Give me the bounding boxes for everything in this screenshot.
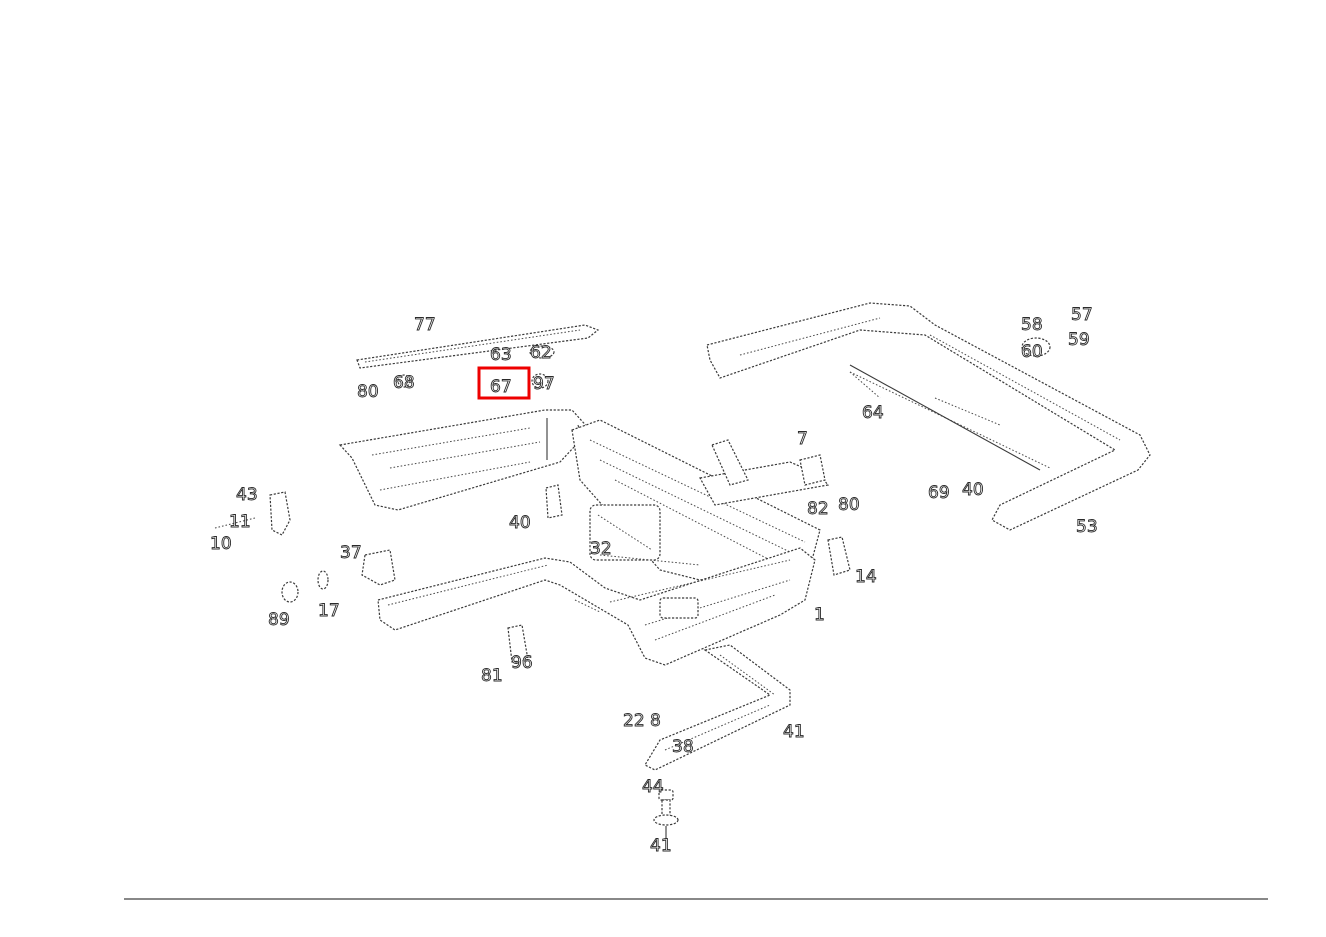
left-small-parts: [214, 484, 851, 663]
callout-8: 8: [650, 711, 661, 731]
clip-parts: [397, 345, 555, 389]
callout-67[interactable]: 67: [490, 377, 513, 398]
callout-82: 82: [807, 499, 829, 519]
callout-43: 43: [236, 485, 258, 505]
trim-strip: [356, 324, 600, 369]
callout-81: 81: [481, 666, 503, 686]
callout-59: 59: [1068, 330, 1090, 350]
callout-40: 40: [962, 480, 984, 500]
callout-41b: 41: [650, 836, 672, 856]
selected-callout-highlight[interactable]: [477, 366, 531, 400]
lower-guard: [644, 644, 791, 771]
callout-labels: 77 63 62 80 68 67 97 58 57 60 59 64 69 4…: [210, 305, 1099, 857]
callout-80b: 80: [838, 495, 860, 515]
callout-64: 64: [862, 403, 884, 423]
callout-41: 41: [783, 722, 805, 742]
roof-frame: [706, 302, 1151, 531]
callout-11: 11: [229, 512, 251, 532]
callout-53: 53: [1076, 517, 1098, 537]
callout-38: 38: [672, 737, 694, 757]
callout-68: 68: [393, 373, 415, 393]
callout-7: 7: [797, 429, 808, 449]
tailgate-panel: [338, 409, 591, 511]
callout-1: 1: [814, 605, 825, 625]
callout-63: 63: [490, 345, 512, 365]
callout-17: 17: [318, 601, 340, 621]
bolt-part: [653, 789, 679, 840]
callout-58: 58: [1021, 315, 1043, 335]
callout-97: 97: [533, 374, 555, 394]
callout-32: 32: [590, 539, 612, 559]
callout-40b: 40: [509, 513, 531, 533]
callout-77: 77: [414, 315, 436, 335]
callout-44: 44: [642, 777, 664, 797]
callout-22: 22: [623, 711, 645, 731]
callout-69: 69: [928, 483, 950, 503]
bumper-cover: [377, 547, 816, 666]
callout-57: 57: [1071, 305, 1093, 325]
callout-89: 89: [268, 610, 290, 630]
callout-37: 37: [340, 543, 362, 563]
callout-60: 60: [1021, 342, 1043, 362]
callout-10: 10: [210, 534, 232, 554]
center-rail: [571, 419, 830, 581]
callout-96: 96: [511, 653, 533, 673]
leader-lines: [574, 371, 881, 613]
callout-62: 62: [530, 343, 552, 363]
callout-14: 14: [855, 567, 877, 587]
callout-80: 80: [357, 382, 379, 402]
